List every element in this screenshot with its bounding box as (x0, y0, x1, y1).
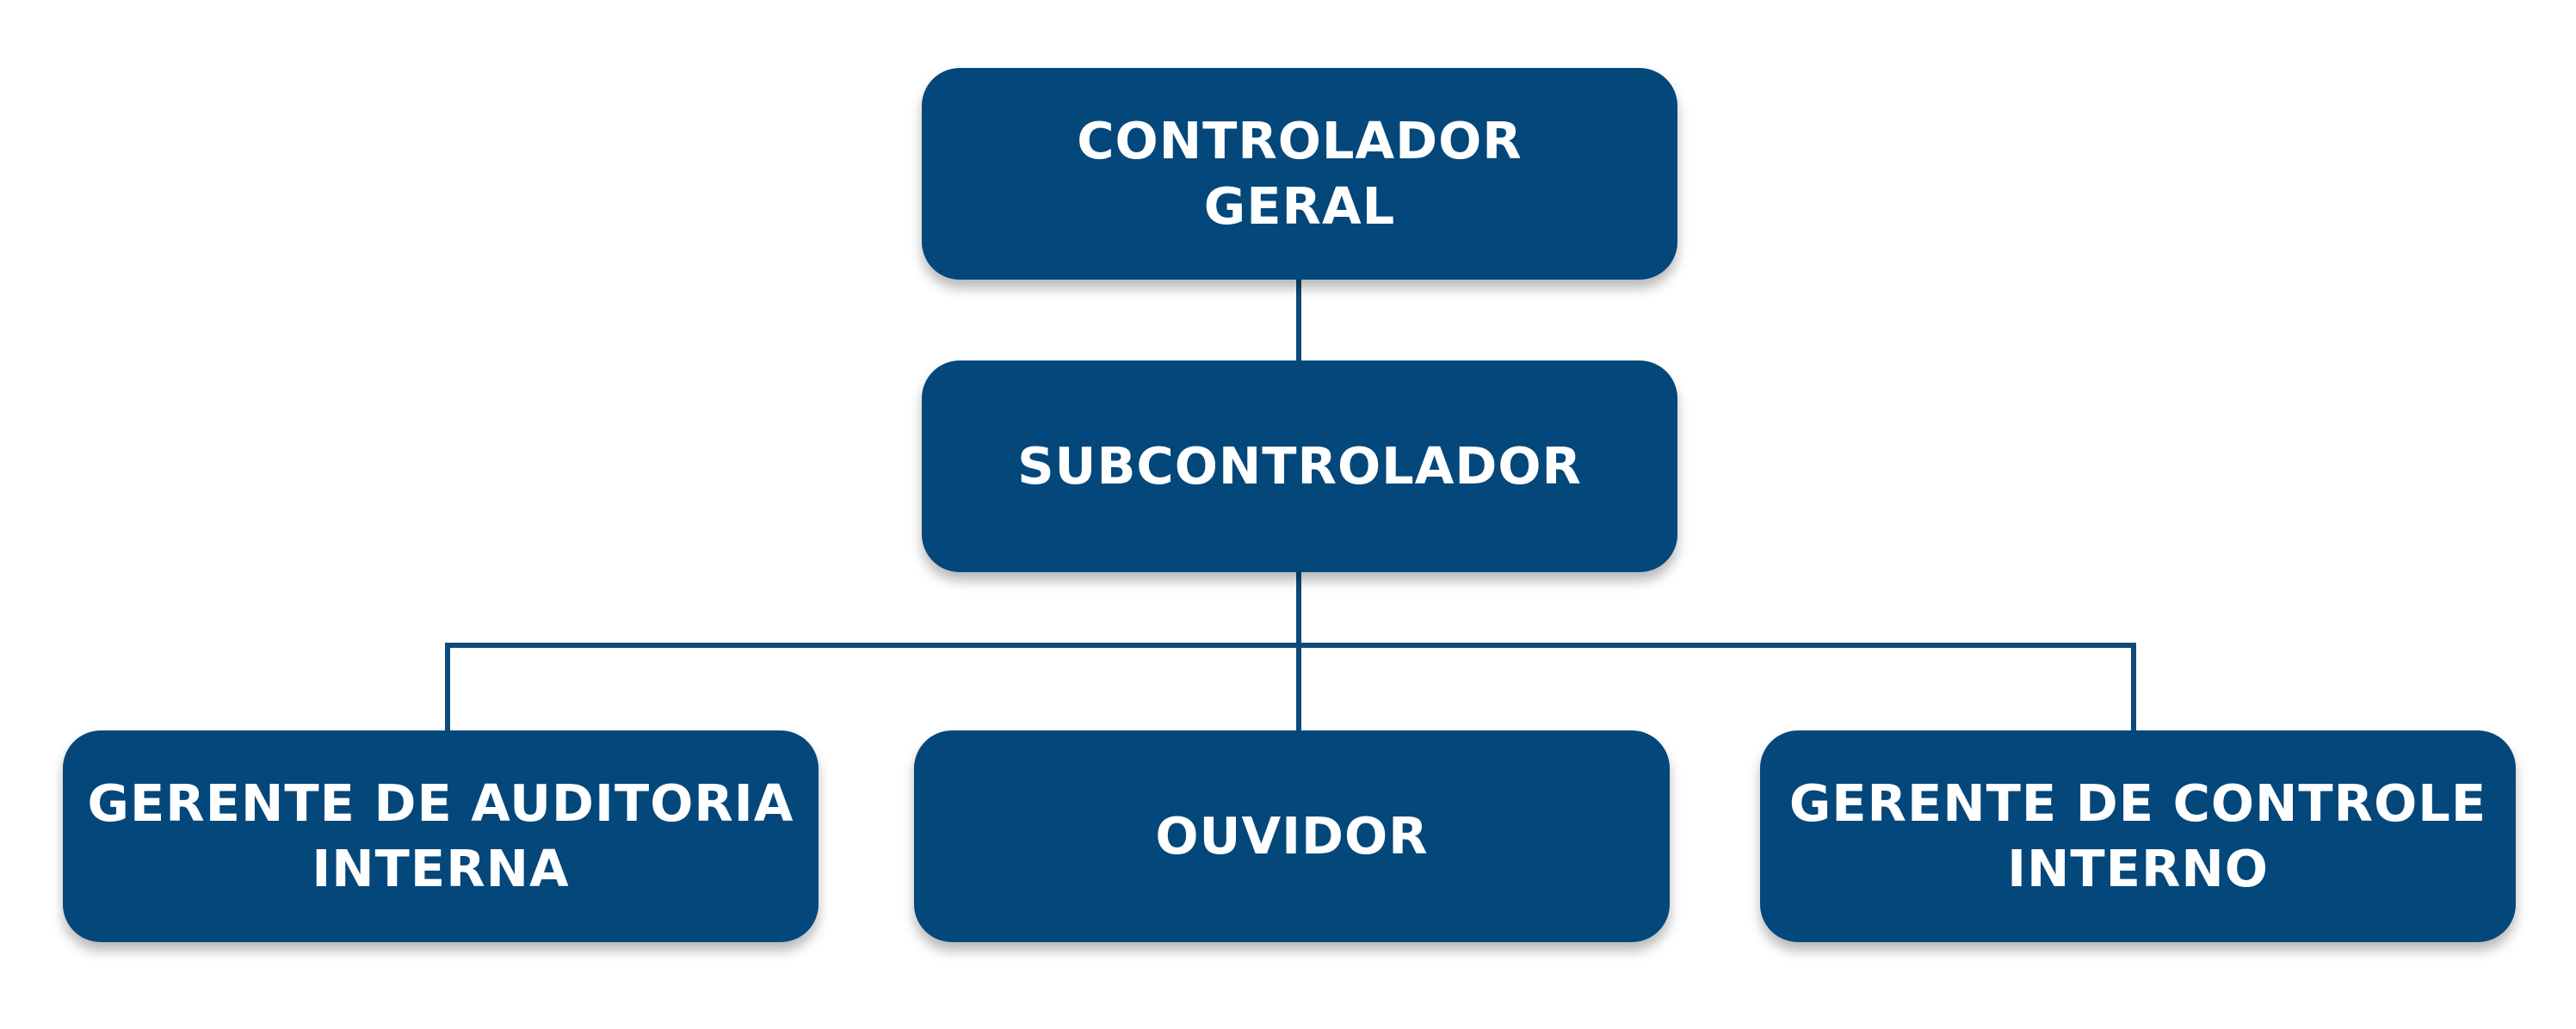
connector-subcontrolador-trunk (1296, 572, 1301, 730)
node-controlador-geral: CONTROLADOR GERAL (922, 68, 1677, 280)
node-subcontrolador: SUBCONTROLADOR (922, 360, 1677, 572)
node-ouvidor: OUVIDOR (914, 730, 1670, 942)
connector-branch-controle (2131, 643, 2136, 730)
connector-horizontal-branch (445, 643, 2136, 648)
node-gerente-auditoria-interna: GERENTE DE AUDITORIA INTERNA (63, 730, 819, 942)
node-gerente-controle-interno-label: GERENTE DE CONTROLE INTERNO (1788, 773, 2487, 898)
node-gerente-controle-interno: GERENTE DE CONTROLE INTERNO (1760, 730, 2516, 942)
node-controlador-geral-label: CONTROLADOR GERAL (1077, 111, 1523, 236)
node-ouvidor-label: OUVIDOR (1155, 806, 1429, 866)
node-subcontrolador-label: SUBCONTROLADOR (1017, 436, 1582, 496)
node-gerente-auditoria-interna-label: GERENTE DE AUDITORIA INTERNA (87, 773, 794, 898)
connector-controlador-subcontrolador (1296, 280, 1301, 360)
connector-branch-auditoria (445, 643, 450, 730)
